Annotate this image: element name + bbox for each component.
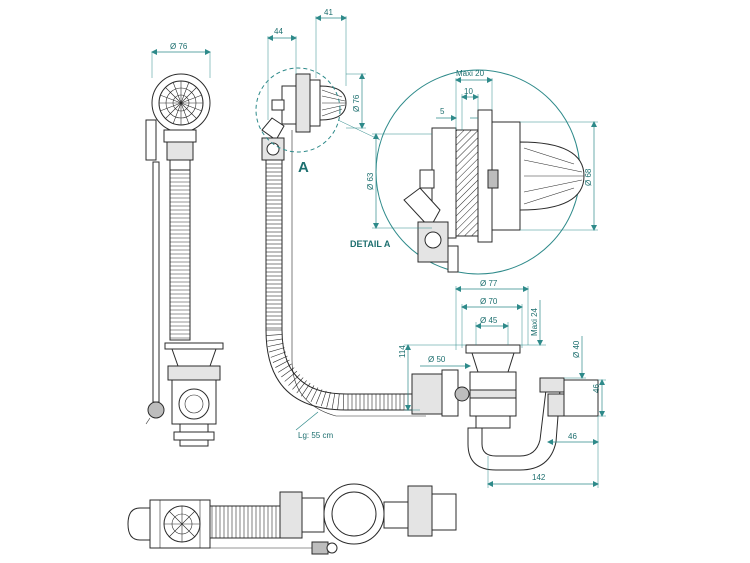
dim-diameter-76-side: Ø 76 bbox=[352, 94, 361, 112]
dim-41: 41 bbox=[324, 8, 333, 17]
dim-10: 10 bbox=[464, 87, 473, 96]
detail-a-title: DETAIL A bbox=[350, 239, 391, 249]
dim-5: 5 bbox=[440, 107, 445, 116]
hose-length-label: Lg: 55 cm bbox=[298, 431, 333, 440]
center-view bbox=[261, 73, 599, 471]
dim-114: 114 bbox=[398, 345, 407, 358]
dim-diameter-50: Ø 50 bbox=[428, 355, 446, 364]
dim-diameter-63: Ø 63 bbox=[366, 172, 375, 190]
dim-44: 44 bbox=[274, 27, 283, 36]
bottom-view bbox=[127, 483, 457, 555]
dim-maxi-24: Maxi 24 bbox=[530, 307, 539, 336]
dim-diameter-77: Ø 77 bbox=[480, 279, 498, 288]
dim-46-bottom: 46 bbox=[568, 432, 577, 441]
dim-46-side: 46 bbox=[592, 384, 601, 393]
dim-142: 142 bbox=[532, 473, 546, 482]
detail-marker-a: A bbox=[298, 159, 309, 176]
dim-diameter-40: Ø 40 bbox=[572, 340, 581, 358]
dim-diameter-68: Ø 68 bbox=[584, 168, 593, 186]
dim-maxi-20: Maxi 20 bbox=[456, 69, 485, 78]
detail-a bbox=[255, 67, 585, 275]
dimension-lines bbox=[151, 15, 606, 488]
side-view-left bbox=[145, 73, 224, 447]
dim-diameter-76-top: Ø 76 bbox=[170, 42, 188, 51]
dim-diameter-45: Ø 45 bbox=[480, 316, 498, 325]
dim-diameter-70: Ø 70 bbox=[480, 297, 498, 306]
